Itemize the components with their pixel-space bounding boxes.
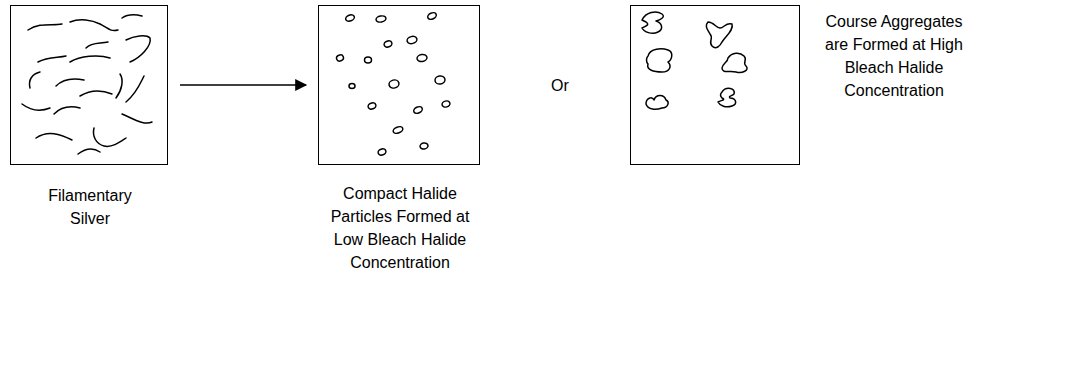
particle [420,142,429,149]
particle [416,54,427,63]
filament [70,56,110,62]
filament [38,56,66,62]
filament [54,107,80,114]
aggregate [718,88,736,106]
filament [93,128,126,146]
caption: Filamentary Silver [30,184,150,230]
filament [70,20,118,31]
aggregate [706,22,732,48]
particle [413,105,424,114]
particle [427,11,438,20]
specimen-box: Course Aggregates are Formed at High Ble… [630,5,800,165]
filament [80,91,112,96]
particle [349,84,355,89]
particle [434,75,445,85]
particle [377,148,387,156]
particle [392,125,403,134]
specimen-box: Compact Halide Particles Formed at Low B… [318,5,480,165]
particle [441,100,450,108]
caption: Compact Halide Particles Formed at Low B… [315,182,485,274]
aggregate [642,12,663,33]
halide-particles [336,11,451,156]
particle [376,15,387,23]
filament [29,72,40,88]
aggregate [722,53,747,72]
silver-filaments [22,15,152,154]
particle [388,79,400,89]
filament [126,76,144,102]
filament [28,24,62,30]
filament [22,104,50,110]
filament [116,74,122,98]
particle [365,57,372,63]
specimen-box: Filamentary Silver [10,5,168,165]
filament [36,134,72,140]
caption: Course Aggregates are Formed at High Ble… [819,10,969,102]
particle [406,35,417,44]
particle [345,14,356,23]
reaction-arrow [180,84,306,86]
filament [126,36,150,62]
filament [122,114,152,123]
conjunction-label: Or [549,74,571,97]
filament [86,42,108,48]
filament [78,149,100,154]
filament [122,15,142,18]
aggregate [647,49,672,72]
particle [383,40,393,48]
coarse-aggregates [642,12,747,109]
filament [56,79,84,86]
aggregate [646,96,668,110]
particle [336,54,345,62]
particle [367,102,377,110]
